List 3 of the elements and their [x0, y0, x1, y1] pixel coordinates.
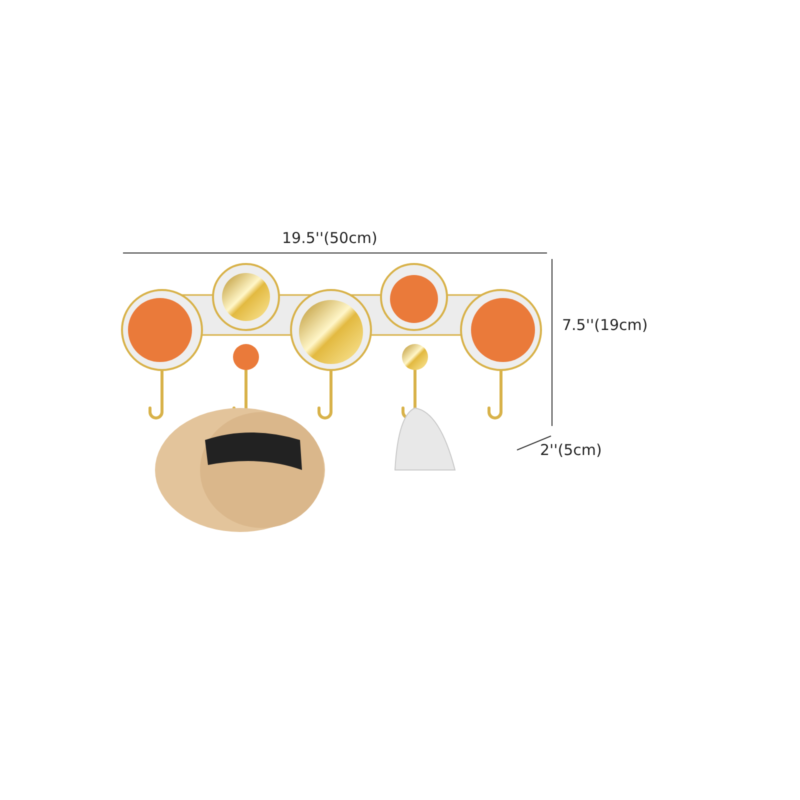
dimension-label: 2''(5cm) — [540, 441, 602, 459]
dimension-label: 19.5''(50cm) — [282, 229, 378, 247]
dimension-label: 7.5''(19cm) — [562, 316, 648, 334]
